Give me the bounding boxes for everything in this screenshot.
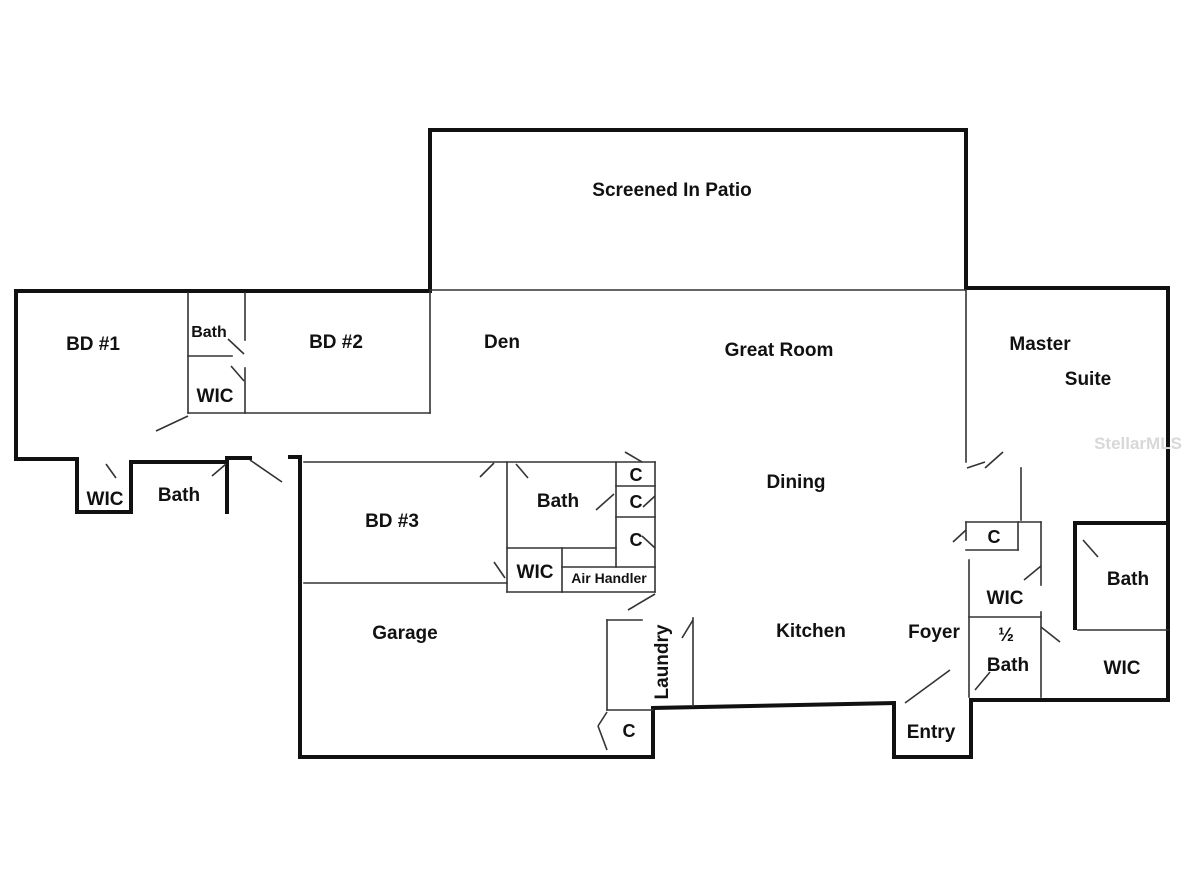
door-wic-left xyxy=(105,463,117,479)
label-half-bath: Bath xyxy=(987,655,1029,676)
label-laundry: Laundry xyxy=(652,624,673,699)
label-bd3: BD #3 xyxy=(365,511,419,532)
door-wic-bd3 xyxy=(493,561,506,579)
door-garage-closet xyxy=(597,711,608,727)
door-bath-closet xyxy=(595,493,615,511)
door-garage-closet-2 xyxy=(597,725,608,751)
label-wic-bd3: WIC xyxy=(517,562,554,583)
door-bd3 xyxy=(479,462,495,478)
door-master-2 xyxy=(984,451,1004,469)
label-bath-bd3: Bath xyxy=(537,491,579,512)
door-master-closet xyxy=(952,529,967,543)
label-closet-1: C xyxy=(630,465,643,485)
door-halfbath xyxy=(974,671,991,691)
door-closet-2 xyxy=(642,495,656,508)
left-wing-wall-2 xyxy=(225,456,252,514)
label-bath-bd12: Bath xyxy=(191,324,227,341)
label-half: ½ xyxy=(998,625,1014,646)
label-bd1: BD #1 xyxy=(66,334,120,355)
left-wing-wall xyxy=(14,289,432,514)
label-wic-left: WIC xyxy=(87,489,124,510)
label-bd2: BD #2 xyxy=(309,332,363,353)
label-closet-3: C xyxy=(630,530,643,550)
label-closet-garage: C xyxy=(623,721,636,741)
label-closet-master: C xyxy=(988,527,1001,547)
door-entry xyxy=(904,669,951,704)
exterior-walls xyxy=(14,128,1170,759)
door-master-1 xyxy=(966,461,986,469)
door-laundry xyxy=(681,619,694,639)
label-den: Den xyxy=(484,332,520,353)
door-wic-master-2 xyxy=(1040,626,1061,643)
label-wic-bd12: WIC xyxy=(197,386,234,407)
interior-walls xyxy=(187,289,1169,711)
label-great-room: Great Room xyxy=(725,340,834,361)
door-closet-3 xyxy=(641,535,656,549)
door-master-bath xyxy=(1082,539,1099,558)
label-foyer: Foyer xyxy=(908,622,960,643)
label-wic-master-1: WIC xyxy=(987,588,1024,609)
label-wic-master-2: WIC xyxy=(1104,658,1141,679)
label-garage: Garage xyxy=(372,623,437,644)
label-master: Master xyxy=(1009,334,1071,355)
label-patio: Screened In Patio xyxy=(592,180,751,201)
label-kitchen: Kitchen xyxy=(776,621,846,642)
door-left-hall xyxy=(249,459,283,483)
room-labels: Screened In Patio BD #1 BD #2 Bath WIC W… xyxy=(66,180,1149,743)
garage-wall xyxy=(288,455,897,759)
door-wic xyxy=(230,365,245,382)
door-bath xyxy=(227,338,245,355)
label-bath-left: Bath xyxy=(158,485,200,506)
label-entry: Entry xyxy=(907,722,956,743)
door-closet-1 xyxy=(624,451,643,463)
watermark: StellarMLS xyxy=(1094,434,1182,453)
door-air xyxy=(627,593,656,611)
label-dining: Dining xyxy=(766,472,825,493)
door-bath-left xyxy=(211,463,227,477)
label-bath-master: Bath xyxy=(1107,569,1149,590)
label-closet-2: C xyxy=(630,492,643,512)
door-wic-master xyxy=(1023,565,1042,581)
label-air-handler: Air Handler xyxy=(571,570,647,586)
entry-wall xyxy=(892,286,1170,759)
doors xyxy=(105,338,1099,751)
door-bd1 xyxy=(155,415,189,432)
door-bath-bd3 xyxy=(515,463,529,479)
label-suite: Suite xyxy=(1065,369,1111,390)
patio-wall xyxy=(428,128,968,292)
